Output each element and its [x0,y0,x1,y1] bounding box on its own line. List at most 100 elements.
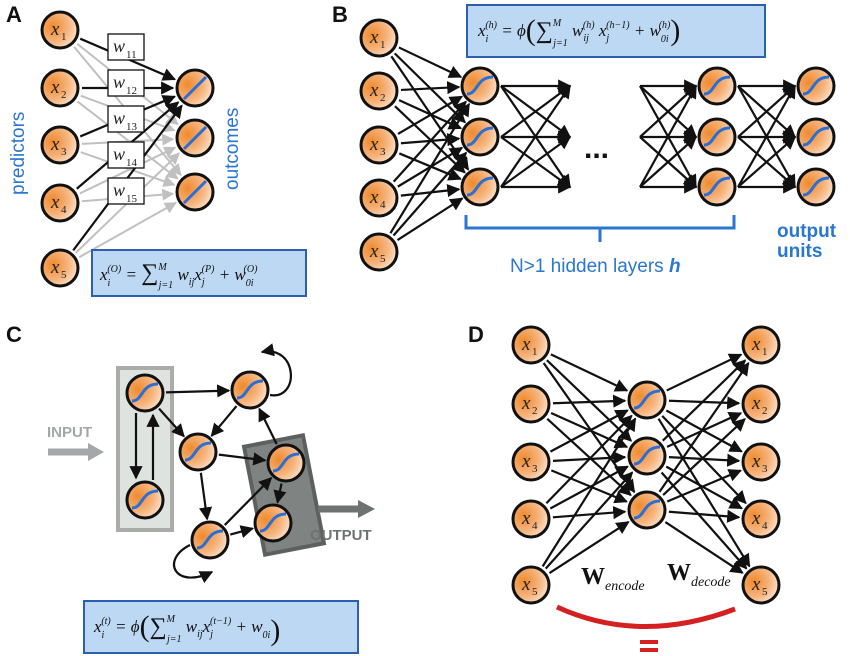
node-subscript: 2 [762,405,768,417]
recurrent-connection-arrow [158,407,185,438]
node-circle [40,10,80,50]
panel-c-edges [129,343,292,584]
node-circle [125,373,165,413]
weight-symbol: w [113,108,125,128]
node-subscript: 4 [380,199,386,211]
node-variable: x [751,334,761,355]
hidden-layer-1-node-3 [460,167,500,207]
node-subscript: 1 [532,346,538,358]
sigmoid-curve-icon [259,512,287,533]
node-circle [125,480,165,520]
hidden-layer-1-node-2 [460,117,500,157]
encoder-arrow [550,353,629,392]
recurrent-connection-arrow [210,405,238,437]
node-variable: x [751,574,761,595]
weight-box-frame [107,33,145,61]
outcome-node-2 [175,118,215,158]
w-decode-label: Wdecode [667,560,731,590]
equals-sign-bottom [640,648,658,652]
panel-d-edges [541,353,751,574]
panel-letter-c: C [6,322,22,347]
equals-brace [555,604,736,629]
node-variable: x [50,77,60,98]
output-unit-node-3 [796,167,836,207]
hidden-layer-1-node-1 [460,66,500,106]
decoder-arrow [665,465,743,510]
decoder-arrow [664,521,744,574]
input-arrow-icon [88,443,104,461]
ellipsis: ... [584,132,609,165]
weight-symbol: w [113,144,125,164]
panel-letter-b: B [332,2,348,27]
sigmoid-curve-icon [633,389,661,410]
node-subscript: 5 [532,586,538,598]
node-circle [460,66,500,106]
recurrent-connection-arrow [223,477,273,526]
panel-b-edges [389,46,797,242]
w-encode-label: Wencode [581,564,645,594]
linear-activation-icon [182,75,208,101]
node-subscript: 3 [532,463,538,475]
node-subscript: 2 [532,405,538,417]
weight-symbol: w [113,36,125,56]
node-variable: x [751,508,761,529]
decoder-arrow [661,359,747,442]
decoder-arrow [660,471,748,570]
node-circle [627,490,667,530]
gray-connection-arrow [76,100,179,180]
recurrent-connection-arrow [273,483,287,504]
sigmoid-curve-icon [802,75,830,96]
decoder-arrow [666,412,743,448]
encoder-arrow [552,394,627,408]
decoder-arrow [668,509,741,523]
recurrent-node-4 [178,432,218,472]
node-variable: x [50,134,60,155]
input-to-hidden-arrow [394,105,466,174]
panel-letter-d: D [468,322,484,347]
linear-activation-icon [182,125,208,151]
weight-subscript: 12 [126,85,137,97]
node-circle [230,370,270,410]
sigmoid-curve-icon [131,382,159,403]
encoder-arrow [546,418,632,497]
input-to-hidden-arrow [400,81,461,95]
sigmoid-curve-icon [802,126,830,147]
sigmoid-curve-icon [703,126,731,147]
node-circle [40,248,80,288]
encoder-arrow [545,414,633,505]
recurrent-connection-arrow [165,384,231,398]
input-label: INPUT [47,424,92,441]
bottleneck-node-2 [627,436,667,476]
predictors-label: predictors [8,112,29,195]
node-variable: x [521,574,531,595]
recurrent-connection-arrow [258,407,278,445]
linear-activation-icon [182,179,208,205]
recurrent-node-5 [266,443,306,483]
outcomes-label: outcomes [222,108,243,190]
input-to-hidden-arrow [392,100,467,183]
output-units-label-2: units [777,241,822,262]
recurrent-node-1 [125,373,165,413]
node-circle [741,384,781,424]
output-label: OUTPUT [310,527,372,544]
node-variable: x [369,80,379,101]
encoder-arrow [550,469,628,504]
node-circle [359,125,399,165]
node-circle [511,325,551,365]
node-circle [178,432,218,472]
outcome-node-1 [175,68,215,108]
